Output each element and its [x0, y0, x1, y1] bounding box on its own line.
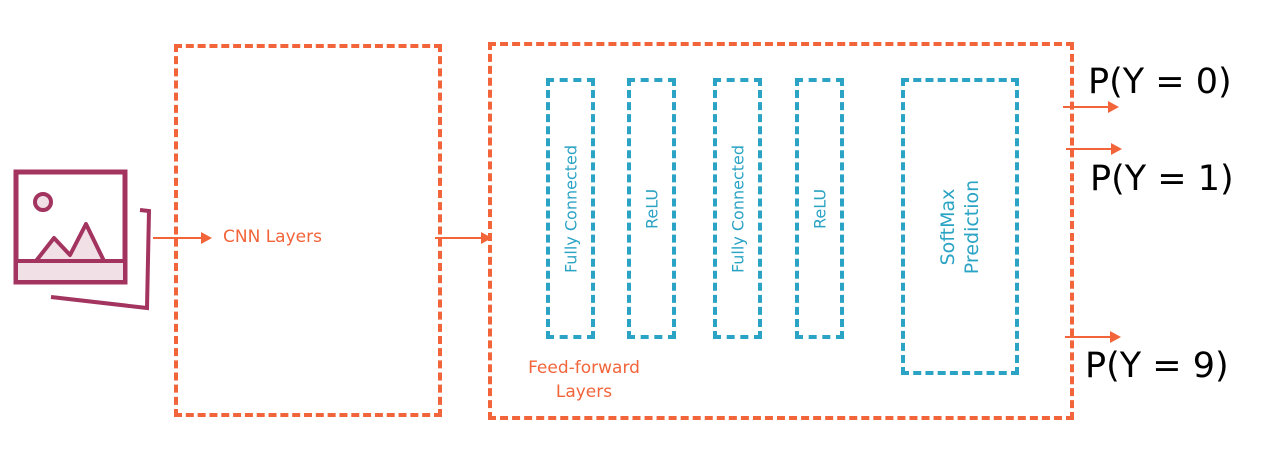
feedforward-box — [488, 42, 1074, 420]
feedforward-label-line2: Layers — [555, 382, 613, 402]
prediction-label: Prediction — [961, 179, 983, 274]
output-arrow-9 — [1065, 331, 1121, 343]
cnn-layers-box — [174, 44, 442, 417]
feedforward-label-line1: Feed-forward — [528, 358, 640, 378]
layer-relu-2: ReLU — [795, 78, 844, 339]
image-icon — [13, 169, 152, 311]
output-p9: P(Y = 9) — [1085, 346, 1229, 386]
layer-relu-1: ReLU — [627, 78, 676, 339]
softmax-label: SoftMax — [937, 188, 959, 265]
layer-label: Fully Connected — [561, 144, 580, 273]
layer-label: Fully Connected — [728, 144, 747, 273]
output-arrow-0 — [1063, 101, 1119, 113]
feedforward-label: Feed-forward Layers — [503, 356, 665, 404]
output-p0: P(Y = 0) — [1088, 62, 1232, 102]
layer-fully-connected-2: Fully Connected — [713, 78, 762, 339]
layer-label: ReLU — [642, 188, 661, 229]
output-arrow-1 — [1066, 143, 1122, 155]
layer-label: ReLU — [810, 188, 829, 229]
cnn-to-ff-arrow — [435, 232, 492, 244]
output-p1: P(Y = 1) — [1090, 159, 1234, 199]
cnn-layers-label: CNN Layers — [223, 227, 322, 247]
layer-fully-connected-1: Fully Connected — [546, 78, 595, 339]
softmax-label-group: SoftMax Prediction — [936, 179, 984, 273]
layer-softmax: SoftMax Prediction — [901, 78, 1019, 375]
input-arrow — [153, 232, 212, 244]
